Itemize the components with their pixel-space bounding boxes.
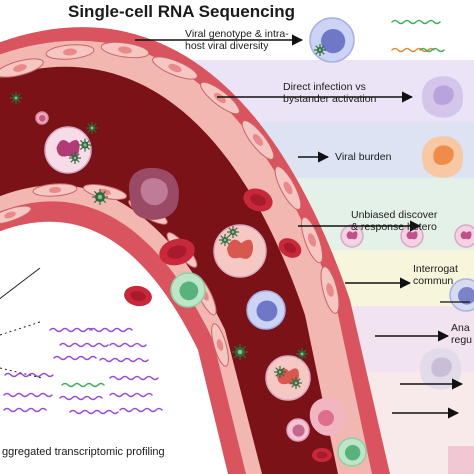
neutrophil	[44, 126, 92, 174]
rna-strand	[49, 327, 93, 333]
rna-strand	[99, 357, 149, 363]
rna-strand	[89, 327, 133, 333]
label-line: Direct infection vs	[283, 81, 366, 93]
endothelial-cell	[0, 58, 44, 78]
label-line: host viral diversity	[185, 40, 269, 52]
virus-particle	[78, 138, 92, 152]
readout-neutrophil	[340, 224, 364, 248]
red-blood-cell	[278, 238, 302, 258]
red-blood-cell	[243, 188, 273, 212]
pointer-lines	[0, 267, 43, 379]
endothelial-cell	[45, 44, 95, 60]
endothelial-cell	[0, 205, 32, 225]
platelet-cell	[35, 111, 49, 125]
virus-particle	[274, 366, 286, 378]
readout-cell-partial	[448, 446, 474, 474]
rna-strand	[3, 392, 53, 398]
rna-strand	[3, 407, 47, 413]
lymphocyte-green-small	[337, 437, 367, 467]
endothelial-cell	[211, 323, 229, 367]
readout-infected-cell	[422, 136, 464, 178]
virus-particle	[314, 44, 326, 56]
rna-strand	[109, 392, 153, 398]
tissue-area	[0, 221, 228, 474]
label-line: bystander activation	[283, 93, 377, 105]
endothelial-cell	[241, 120, 275, 160]
rna-strand	[391, 19, 441, 25]
figure-title: Single-cell RNA Sequencing	[68, 2, 295, 21]
readout-lymphocyte	[309, 17, 355, 63]
endothelial-cell	[320, 266, 340, 314]
readout-labels: Viral genotype & intra-host viral divers…	[135, 28, 472, 419]
rna-strand	[4, 372, 54, 378]
label-line: & response hetero	[351, 221, 437, 233]
readout-neutrophil	[454, 224, 474, 248]
aggregated-profiling-label: ggregated transcriptomic profiling	[2, 446, 165, 458]
blood-vessel	[0, 27, 390, 474]
endothelial-cell	[32, 183, 78, 197]
red-blood-cell	[124, 285, 152, 307]
endothelial-cell	[300, 216, 324, 264]
virus-particle	[296, 348, 308, 360]
virus-particle	[290, 377, 302, 389]
rna-strand	[59, 395, 103, 401]
readout-cells	[309, 17, 474, 474]
label-line: commun	[413, 275, 453, 287]
small-pink-cell	[286, 418, 310, 442]
readout-lymphocyte-2	[449, 278, 474, 312]
readout-monocyte-2	[420, 348, 462, 390]
rna-strand	[69, 409, 119, 415]
monocyte	[128, 167, 179, 220]
virus-particle	[232, 344, 248, 360]
virus-particle	[10, 92, 22, 104]
infected-macrophage	[213, 224, 267, 278]
blood-cells	[10, 92, 367, 467]
rna-strand	[59, 342, 109, 348]
lymphocyte-green	[170, 272, 206, 308]
virus-particle	[69, 152, 81, 164]
apoptotic-cell	[309, 397, 346, 436]
virus-particle	[92, 189, 108, 205]
rna-strand	[109, 375, 159, 381]
rna-strand	[53, 355, 97, 361]
virus-particle	[227, 226, 239, 238]
endothelial-cell	[274, 166, 302, 210]
rna-strand	[419, 47, 445, 53]
label-line: Viral genotype & intra-	[185, 28, 289, 40]
label-line: Ana	[451, 322, 470, 334]
endothelial-cell	[200, 81, 240, 115]
rna-transcripts	[3, 19, 445, 415]
virus-particle	[219, 234, 231, 246]
label-line: Unbiased discover	[351, 209, 438, 221]
label-line: Viral burden	[335, 151, 392, 163]
readout-monocyte	[422, 76, 464, 118]
red-blood-cell	[312, 448, 332, 462]
red-blood-cell	[159, 238, 195, 266]
label-line: regu	[451, 334, 472, 346]
endothelial-cell	[100, 41, 150, 59]
label-line: Interrogat	[413, 263, 458, 275]
virus-particle	[86, 122, 98, 134]
rna-strand	[109, 342, 147, 348]
lymphocyte-blue	[246, 290, 286, 330]
rna-strand	[119, 407, 163, 413]
endothelial-cell	[152, 56, 198, 80]
rna-strand	[61, 382, 105, 388]
infected-cell	[265, 355, 311, 401]
